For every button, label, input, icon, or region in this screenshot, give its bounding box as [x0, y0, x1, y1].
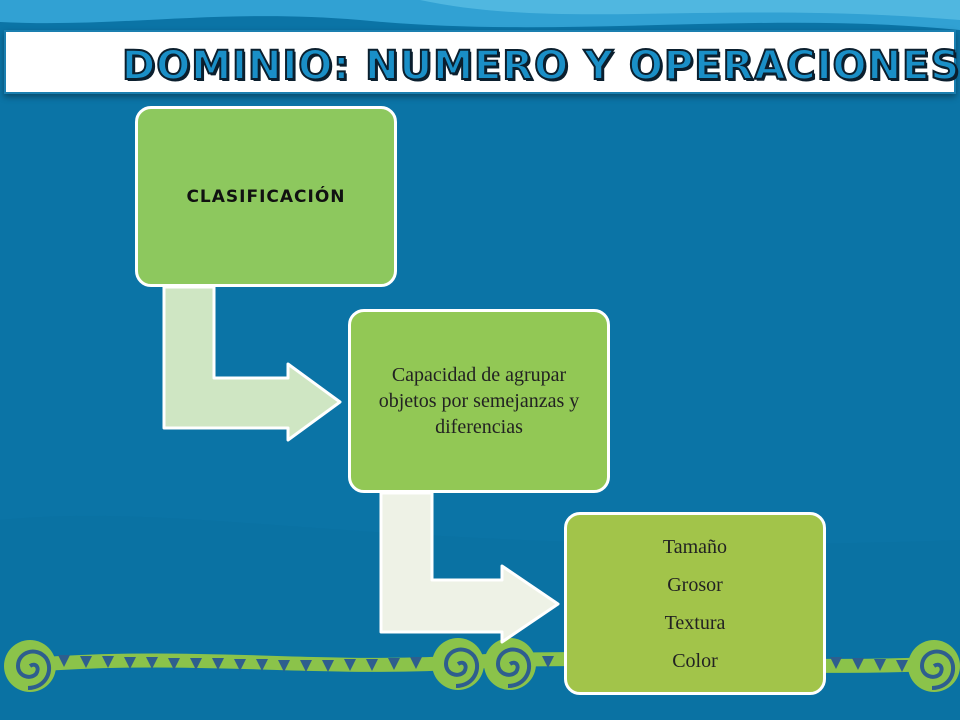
node-clasificacion: CLASIFICACIÓN: [135, 106, 397, 287]
spiral-icon: [484, 638, 536, 690]
attribute-item: Grosor: [667, 573, 723, 596]
triangle-pattern: [58, 655, 908, 672]
spiral-icon: [432, 638, 484, 690]
attribute-item: Textura: [664, 611, 726, 634]
spiral-icon: [908, 640, 960, 692]
node-definition: Capacidad de agrupar objetos por semejan…: [348, 309, 610, 493]
attribute-item: Tamaño: [662, 535, 728, 558]
node-attributes: Tamaño Grosor Textura Color: [564, 512, 826, 695]
node-label: Capacidad de agrupar objetos por semejan…: [378, 364, 580, 438]
slide-title: DOMINIO: NUMERO Y OPERACIONES: [121, 42, 960, 90]
attribute-item: Color: [672, 649, 718, 672]
spiral-icon: [4, 640, 56, 692]
connector-arrow-1: [162, 285, 342, 442]
node-label: CLASIFICACIÓN: [186, 186, 346, 207]
connector-arrow-2: [379, 491, 560, 644]
title-banner: [4, 30, 956, 94]
